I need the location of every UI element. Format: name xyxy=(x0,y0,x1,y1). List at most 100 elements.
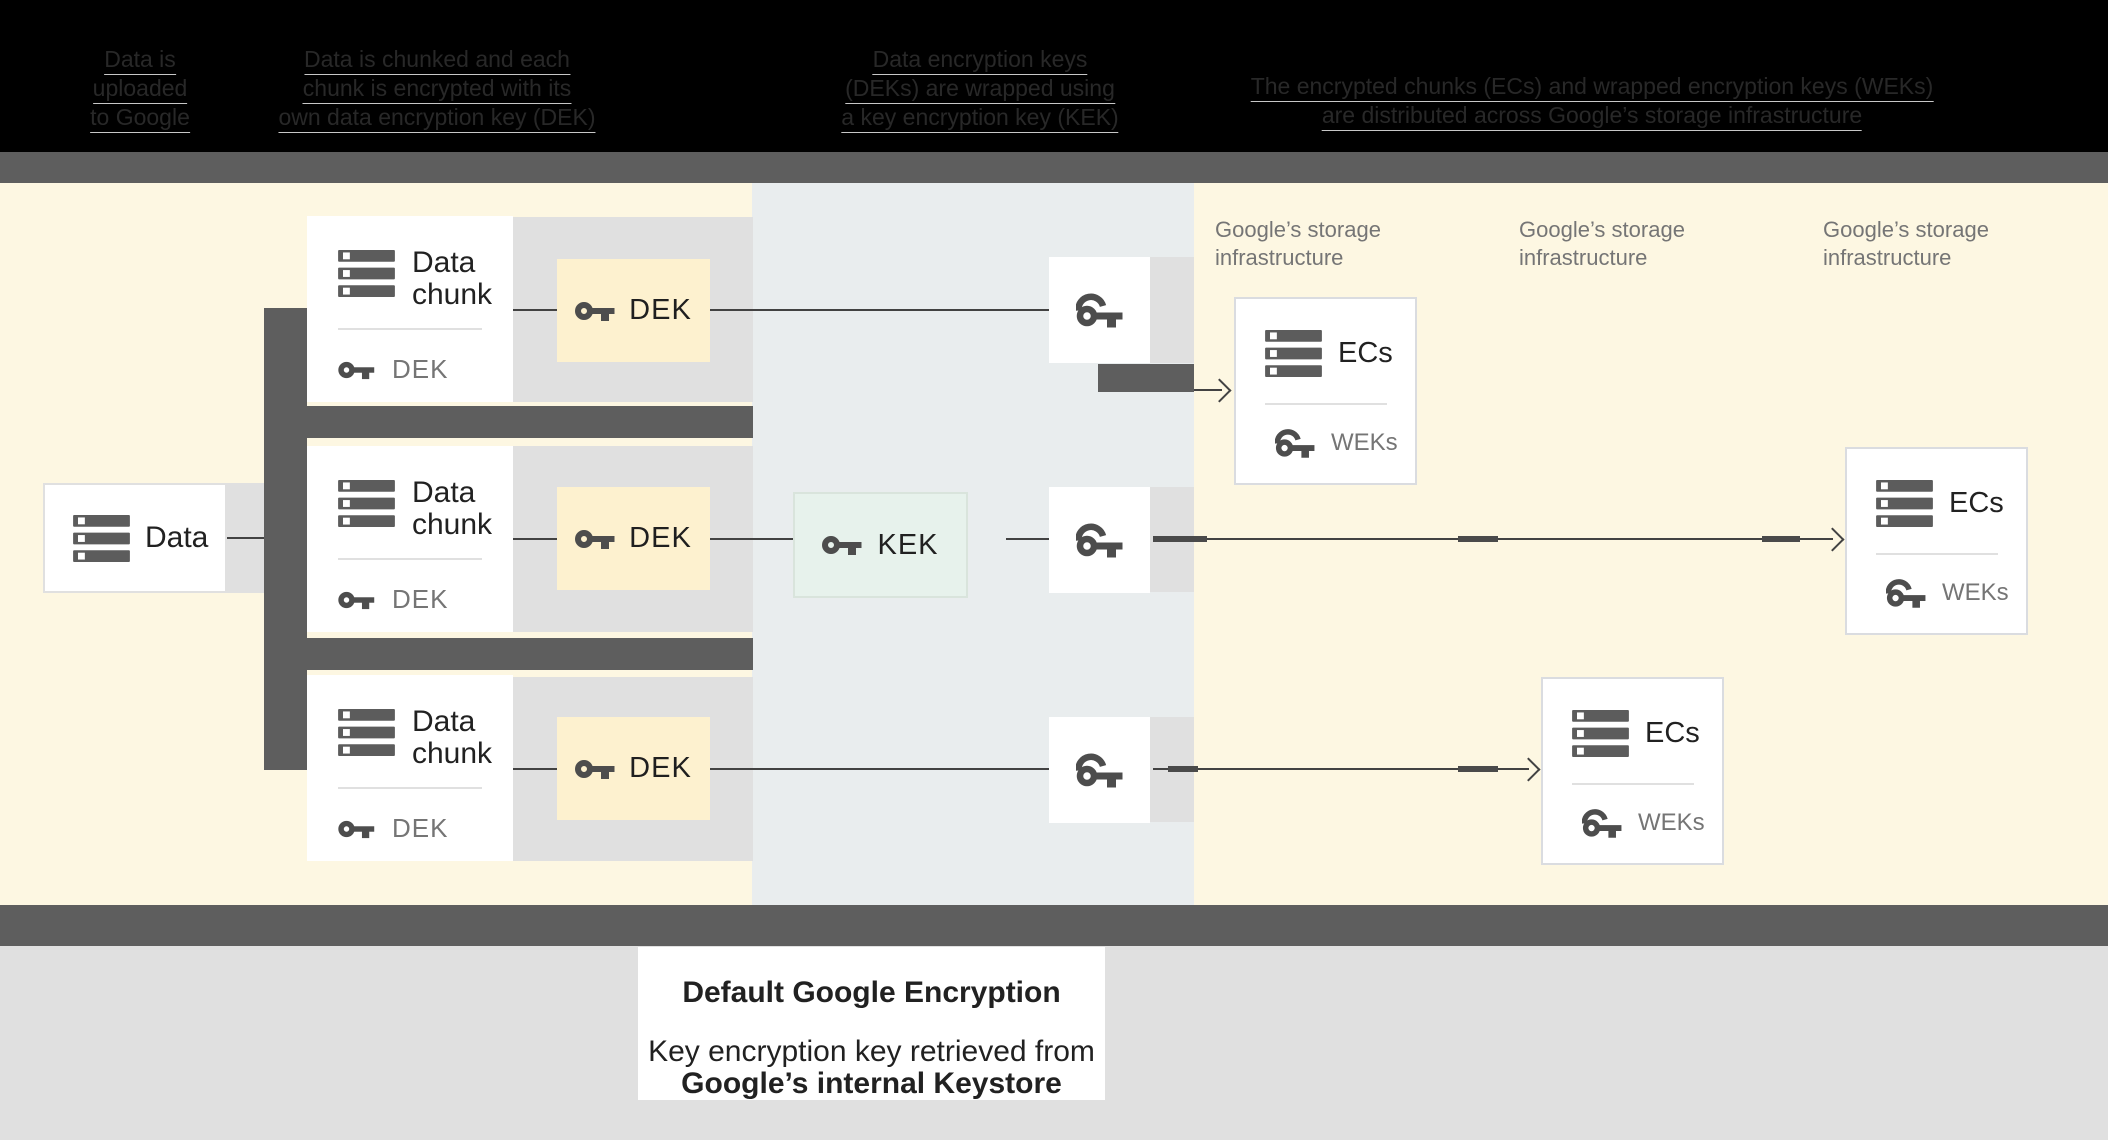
line-chunk3-to-dek3 xyxy=(513,768,557,770)
ec-box-3: ECs WEKs xyxy=(1541,677,1724,865)
caption-line: to Google xyxy=(90,104,190,133)
dek-box-label: DEK xyxy=(629,294,692,326)
line-dek1-to-keybox1 xyxy=(710,309,1049,311)
row-band-2 xyxy=(264,638,753,670)
wrapped-key-box-3 xyxy=(1049,717,1150,823)
data-box: Data xyxy=(43,483,227,593)
wrapped-key-icon xyxy=(1886,577,1927,609)
legend-caption-box: Default Google Encryption Key encryption… xyxy=(638,947,1105,1100)
chunk-dek-row: DEK xyxy=(307,584,513,615)
ec-box-2: ECs WEKs xyxy=(1845,447,2028,635)
arrow-row3-key-segment-2 xyxy=(1458,766,1498,772)
dek-label: DEK xyxy=(392,354,449,384)
data-chunk-box-3: Data chunk DEK xyxy=(307,675,513,861)
wrapped-key-icon xyxy=(1076,751,1124,789)
chunk-title: Data chunk xyxy=(412,246,493,311)
ec-box-1: ECs WEKs xyxy=(1234,297,1417,485)
legend-title: Default Google Encryption xyxy=(682,976,1061,1009)
ec-box-top: ECs xyxy=(1543,679,1722,757)
dek-box-label: DEK xyxy=(629,522,692,554)
server-stack-icon xyxy=(338,709,395,756)
data-chunk-box-1: Data chunk DEK xyxy=(307,216,513,402)
data-box-label: Data xyxy=(145,521,209,554)
wek-label: WEKs xyxy=(1942,579,2009,606)
key-icon xyxy=(575,528,615,550)
kek-box: KEK xyxy=(793,492,968,598)
storage-label-2: Google’s storage infrastructure xyxy=(1519,217,1685,270)
ec-wek-row: WEKs xyxy=(1236,427,1415,459)
wrapped-key-icon xyxy=(1076,291,1124,329)
caption-line: own data encryption key (DEK) xyxy=(278,104,596,133)
server-stack-icon xyxy=(338,250,395,297)
wrapped-key-icon xyxy=(1275,427,1316,459)
caption-line: uploaded xyxy=(92,75,188,104)
dek-box-1: DEK xyxy=(557,259,710,362)
step-caption-3: Data encryption keys (DEKs) are wrapped … xyxy=(841,46,1119,133)
divider xyxy=(1265,403,1387,405)
divider xyxy=(1572,783,1694,785)
key-icon xyxy=(575,300,615,322)
wrapped-key-band xyxy=(1098,364,1194,392)
line-kek-to-keybox2 xyxy=(1006,538,1049,540)
ec-title: ECs xyxy=(1338,337,1393,369)
chunk-box-top: Data chunk xyxy=(307,675,513,770)
top-divider-bar xyxy=(0,152,2108,183)
chunk-dek-row: DEK xyxy=(307,813,513,844)
step-caption-1: Data is uploaded to Google xyxy=(90,46,190,133)
dek-box-label: DEK xyxy=(629,752,692,784)
ec-wek-row: WEKs xyxy=(1847,577,2026,609)
storage-label-1: Google’s storage infrastructure xyxy=(1215,217,1381,270)
divider xyxy=(338,558,482,560)
row1-keybox-gray-backdrop xyxy=(1150,257,1194,363)
key-icon xyxy=(338,590,375,610)
header-band: Data is uploaded to Google Data is chunk… xyxy=(0,0,2108,152)
data-chunk-box-2: Data chunk DEK xyxy=(307,446,513,632)
divider xyxy=(1876,553,1998,555)
ec-title: ECs xyxy=(1949,487,2004,519)
server-stack-icon xyxy=(73,515,130,562)
ec-title: ECs xyxy=(1645,717,1700,749)
ec-box-top: ECs xyxy=(1236,299,1415,377)
legend-text: Key encryption key retrieved from Google… xyxy=(638,1036,1105,1100)
line-data-to-trunk xyxy=(227,537,264,539)
wek-label: WEKs xyxy=(1331,429,1398,456)
dek-box-2: DEK xyxy=(557,487,710,590)
arrow-line-row1 xyxy=(1194,389,1222,391)
server-stack-icon xyxy=(338,480,395,527)
legend-line-1: Key encryption key retrieved from xyxy=(648,1035,1095,1068)
chunk-box-top: Data chunk xyxy=(307,216,513,311)
arrow-row2-key-segment-1 xyxy=(1153,536,1207,542)
caption-line: The encrypted chunks (ECs) and wrapped e… xyxy=(1250,73,1934,102)
storage-label-3: Google’s storage infrastructure xyxy=(1823,217,1989,270)
caption-line: (DEKs) are wrapped using xyxy=(845,75,1115,104)
arrow-line-row3 xyxy=(1153,768,1529,770)
chunk-dek-row: DEK xyxy=(307,354,513,385)
wrapped-key-icon xyxy=(1076,521,1124,559)
dek-label: DEK xyxy=(392,813,449,843)
line-dek2-to-kek xyxy=(710,538,793,540)
wrapped-key-box-1 xyxy=(1049,257,1150,363)
caption-line: Data encryption keys xyxy=(872,46,1088,75)
key-icon xyxy=(575,758,615,780)
divider xyxy=(338,787,482,789)
step-caption-2: Data is chunked and each chunk is encryp… xyxy=(278,46,596,133)
line-chunk2-to-dek2 xyxy=(513,538,557,540)
legend-line-2: Google’s internal Keystore xyxy=(681,1067,1062,1100)
server-stack-icon xyxy=(1265,330,1322,377)
ec-wek-row: WEKs xyxy=(1543,807,1722,839)
chunk-box-top: Data chunk xyxy=(307,446,513,541)
line-dek3-to-keybox3 xyxy=(710,768,1049,770)
key-icon xyxy=(822,534,862,556)
trunk-connector xyxy=(264,308,307,770)
divider xyxy=(338,328,482,330)
bottom-divider-bar xyxy=(0,905,2108,946)
dek-box-3: DEK xyxy=(557,717,710,820)
server-stack-icon xyxy=(1876,480,1933,527)
caption-line: a key encryption key (KEK) xyxy=(841,104,1119,133)
ec-box-top: ECs xyxy=(1847,449,2026,527)
arrow-row2-key-segment-3 xyxy=(1762,536,1800,542)
arrow-row2-key-segment-2 xyxy=(1458,536,1498,542)
line-chunk1-to-dek1 xyxy=(513,309,557,311)
key-icon xyxy=(338,360,375,380)
